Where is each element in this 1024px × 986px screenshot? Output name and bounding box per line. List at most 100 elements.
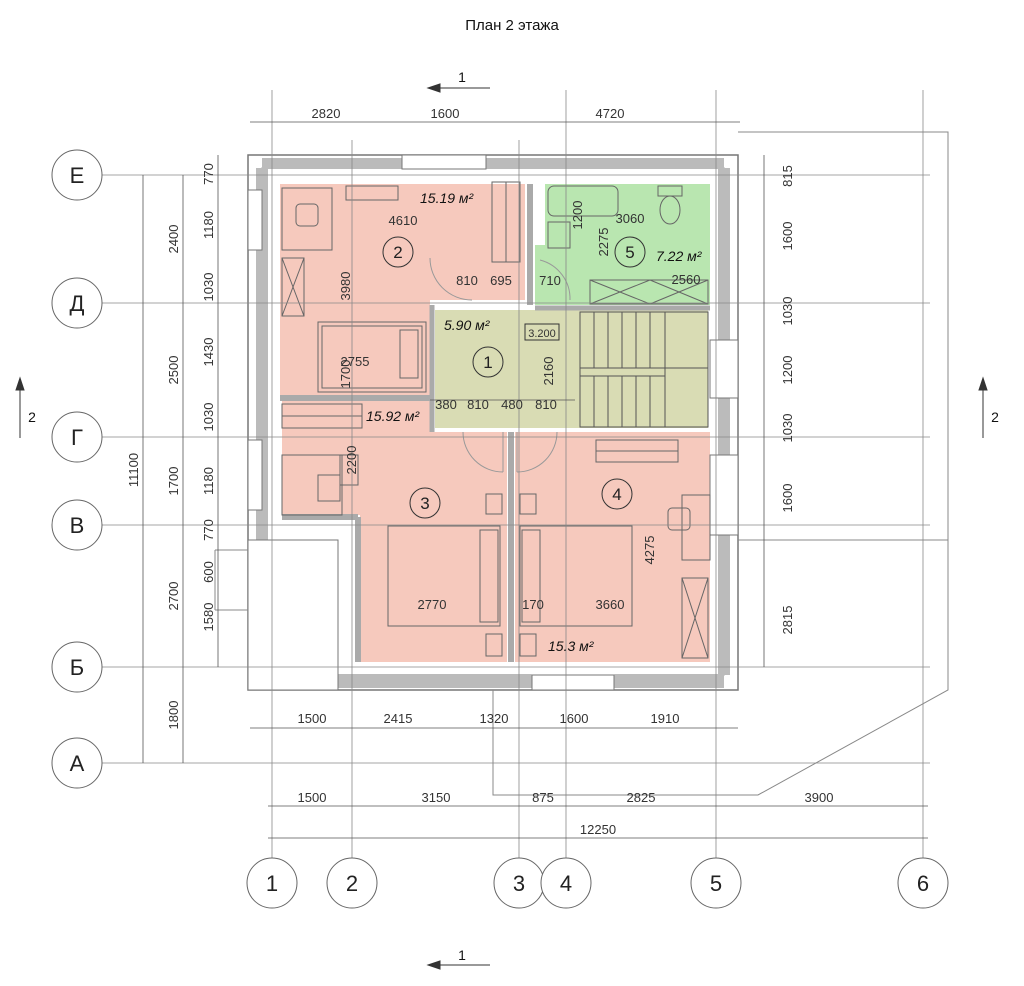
dim-door-710: 710 — [539, 273, 561, 288]
room-3-area: 15.92 м² — [366, 408, 421, 424]
room-1-marker — [472, 346, 504, 378]
section-1-top-arrow — [426, 83, 441, 93]
toilet — [659, 195, 681, 225]
axis-G-bubble — [51, 411, 103, 463]
section-1-bottom-arrow — [426, 960, 441, 970]
room-3-marker — [409, 487, 441, 519]
axis-lines — [100, 90, 930, 860]
dim-b1-1: 2415 — [384, 711, 413, 726]
dim-left-4: 1800 — [166, 701, 181, 730]
dim-r2-bed-h: 1700 — [338, 360, 353, 389]
dim-hall-380: 380 — [435, 397, 457, 412]
dim-inner-1: 1180 — [201, 211, 216, 239]
dim-right-4: 1030 — [780, 414, 795, 443]
dim-r3-width: 2770 — [418, 597, 447, 612]
axis-G-label: Г — [71, 425, 83, 450]
dim-r4-height: 4275 — [642, 536, 657, 565]
room-5-marker — [614, 236, 646, 268]
dim-b2-4: 3900 — [805, 790, 834, 805]
dim-top-0: 2820 — [312, 106, 341, 121]
dim-inner-6: 770 — [201, 519, 216, 541]
room-1-number: 1 — [483, 353, 492, 372]
dim-b2-1: 3150 — [422, 790, 451, 805]
axis-6-label: 6 — [917, 871, 929, 896]
dim-door-695: 695 — [490, 273, 512, 288]
section-marks: 1 1 2 2 — [15, 69, 999, 970]
room-2-area: 15.19 м² — [420, 190, 475, 206]
desk-room-4 — [681, 494, 711, 561]
section-2-left-arrow — [15, 376, 25, 391]
axis-5-bubble — [690, 857, 742, 909]
dim-text: 2820 1600 4720 1500 2415 1320 1600 1910 … — [126, 106, 833, 837]
room-fills — [280, 184, 710, 662]
dim-r2-width: 4610 — [389, 213, 418, 228]
axis-4-bubble — [540, 857, 592, 909]
dim-left-2: 1700 — [166, 467, 181, 496]
dim-b1-0: 1500 — [298, 711, 327, 726]
dim-b1-2: 1320 — [480, 711, 509, 726]
dim-b2-0: 1500 — [298, 790, 327, 805]
dim-inner-0: 770 — [201, 163, 216, 185]
dim-door-810: 810 — [456, 273, 478, 288]
room-4-marker — [601, 478, 633, 510]
dim-top-2: 4720 — [596, 106, 625, 121]
dim-right-5: 1600 — [780, 484, 795, 513]
axis-E-bubble — [51, 149, 103, 201]
room-4-area: 15.3 м² — [548, 638, 595, 654]
axis-B-bubble — [51, 641, 103, 693]
dim-top-1: 1600 — [431, 106, 460, 121]
axis-2-bubble — [326, 857, 378, 909]
dim-r4-width: 3660 — [596, 597, 625, 612]
section-2-right-label: 2 — [991, 409, 999, 425]
dim-r5-h1: 1200 — [570, 201, 585, 230]
dim-r5-bottom: 2560 — [672, 272, 701, 287]
room-2-marker — [382, 236, 414, 268]
room-4-fill — [515, 432, 710, 662]
dim-b2-2: 875 — [532, 790, 554, 805]
dim-right-2: 1030 — [780, 297, 795, 326]
dim-right-3: 1200 — [780, 356, 795, 385]
dim-inner-5: 1180 — [201, 467, 216, 495]
row-axis-markers: Е Д Г В Б А — [51, 149, 103, 789]
dim-left-1: 2500 — [166, 356, 181, 385]
dimension-lines — [142, 121, 928, 839]
room-4-number: 4 — [612, 485, 621, 504]
dim-inner-7: 600 — [201, 561, 216, 583]
walls — [247, 154, 739, 691]
dim-r2-height: 3980 — [338, 272, 353, 301]
dim-inner-2: 1030 — [201, 273, 216, 302]
wardrobe-room-2 — [281, 257, 305, 317]
wardrobe-room-4 — [681, 577, 709, 659]
dim-r3-h: 2200 — [344, 446, 359, 475]
bed-room-3 — [387, 525, 501, 627]
inner-dim-text: 4610 3980 2755 1700 810 695 710 3060 120… — [338, 201, 700, 612]
furniture — [281, 181, 711, 659]
bed-room-4 — [519, 525, 633, 627]
axis-V-label: В — [70, 513, 85, 538]
dim-r2-bed: 2755 — [341, 354, 370, 369]
outer-wall — [247, 154, 739, 691]
axis-B-label: Б — [70, 655, 84, 680]
room-5-number: 5 — [625, 243, 634, 262]
room-2-number: 2 — [393, 243, 402, 262]
dim-overall-height: 11100 — [126, 453, 141, 487]
axis-3-label: 3 — [513, 871, 525, 896]
axis-D-label: Д — [70, 291, 85, 316]
dim-hall-h: 2160 — [541, 357, 556, 386]
axis-5-label: 5 — [710, 871, 722, 896]
dim-r5-width: 3060 — [616, 211, 645, 226]
dim-b1-3: 1600 — [560, 711, 589, 726]
dim-inner-8: 1580 — [201, 603, 216, 632]
axis-A-bubble — [51, 737, 103, 789]
room-1-level: 3.200 — [528, 328, 556, 340]
room-5-fill — [535, 184, 710, 305]
room-3-fill — [282, 400, 507, 662]
col-axis-markers: 1 2 3 4 5 6 — [246, 857, 949, 909]
dim-b1-4: 1910 — [651, 711, 680, 726]
room-1-fill — [435, 310, 708, 428]
axis-D-bubble — [51, 277, 103, 329]
side-extension — [214, 131, 949, 796]
axis-6-bubble — [897, 857, 949, 909]
desk-room-2 — [281, 187, 333, 251]
